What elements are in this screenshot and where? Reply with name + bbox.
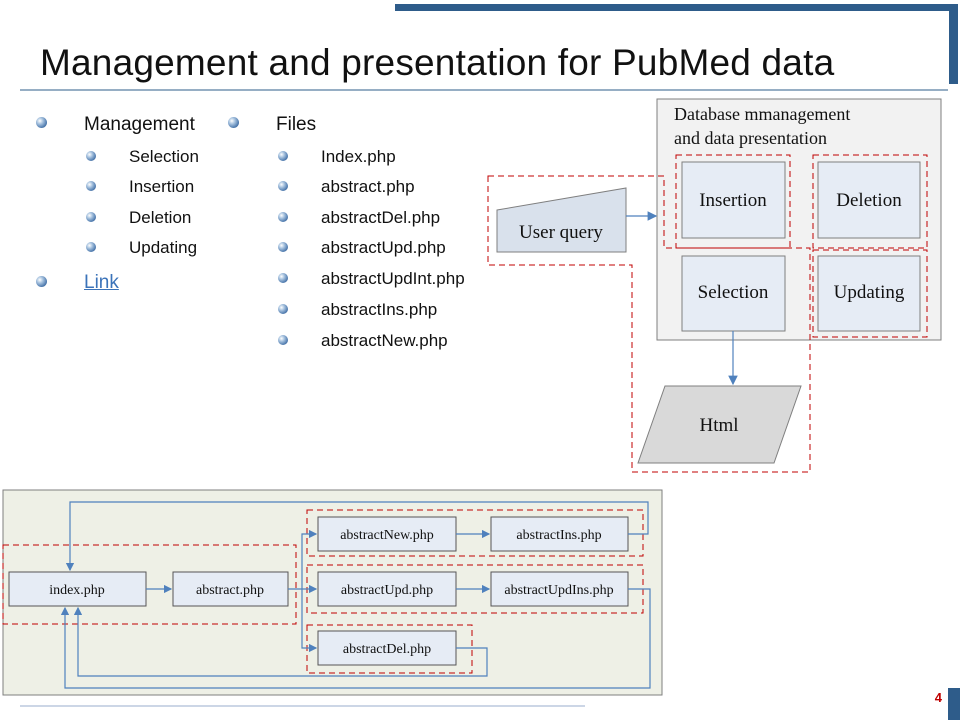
bullet-icon	[86, 181, 96, 191]
html-label: Html	[699, 415, 738, 436]
bullet-icon	[86, 242, 96, 252]
abstract-to-del-arrow	[301, 589, 318, 653]
file-item: abstract.php	[321, 177, 415, 196]
file-item: abstractNew.php	[321, 331, 448, 350]
bullet-icon	[278, 181, 288, 191]
abstractins-label: abstractIns.php	[516, 528, 601, 543]
new-ins-region	[306, 509, 644, 557]
abstract-box	[172, 571, 289, 607]
updins-return-arrow	[60, 588, 651, 689]
abstract-to-new-arrow	[301, 529, 318, 589]
user-query-shape	[496, 187, 627, 253]
index-box	[8, 571, 147, 607]
abstractupdins-label: abstractUpdIns.php	[504, 583, 613, 598]
abstractnew-label: abstractNew.php	[340, 528, 434, 543]
abstractupd-label: abstractUpd.php	[341, 583, 433, 598]
management-heading: Management	[84, 114, 195, 135]
html-shape	[637, 385, 802, 464]
insertion-region	[675, 154, 791, 249]
db-container-label: Database mmanagement	[674, 104, 850, 124]
top-accent-bar	[395, 4, 958, 11]
abstractdel-label: abstractDel.php	[343, 642, 431, 657]
bullet-icon	[36, 276, 47, 287]
bullet-icon	[278, 273, 288, 283]
updating-box	[817, 255, 921, 332]
list-item-selection: Selection	[129, 147, 199, 166]
selection-label: Selection	[698, 282, 769, 303]
updating-label: Updating	[834, 282, 905, 303]
del-return-arrow	[73, 606, 488, 677]
abstractdel-box	[317, 630, 457, 666]
query-flow-region	[487, 175, 811, 473]
index-label: index.php	[49, 583, 105, 598]
file-item: Index.php	[321, 147, 396, 166]
deletion-region	[812, 154, 928, 249]
insertion-box	[681, 161, 786, 239]
slide-title: Management and presentation for PubMed d…	[40, 42, 835, 83]
right-accent-bar	[949, 4, 958, 84]
file-item: abstractUpd.php	[321, 238, 446, 257]
list-item-insertion: Insertion	[129, 177, 195, 196]
bullet-icon	[86, 212, 96, 222]
deletion-box	[817, 161, 921, 239]
bullet-icon	[86, 151, 96, 161]
bullet-icon	[36, 117, 47, 128]
bottom-accent-bar	[948, 688, 960, 720]
file-item: abstractUpdInt.php	[321, 269, 465, 288]
insertion-label: Insertion	[699, 190, 767, 211]
selection-box	[681, 255, 786, 332]
entry-region	[2, 544, 297, 625]
bullet-icon	[278, 304, 288, 314]
bullet-icon	[278, 212, 288, 222]
link[interactable]: Link	[84, 272, 119, 293]
file-item: abstractIns.php	[321, 300, 438, 319]
list-item-updating: Updating	[129, 238, 198, 257]
abstract-label: abstract.php	[196, 583, 264, 598]
db-container-label: and data presentation	[674, 128, 827, 148]
user-query-label: User query	[519, 222, 603, 243]
files-heading: Files	[276, 114, 317, 135]
bullet-icon	[278, 335, 288, 345]
del-region	[306, 624, 473, 674]
file-item: abstractDel.php	[321, 208, 441, 227]
deletion-label: Deletion	[836, 190, 902, 211]
abstractupd-box	[317, 571, 457, 607]
list-item-deletion: Deletion	[129, 208, 192, 227]
bullet-icon	[278, 242, 288, 252]
abstractnew-box	[317, 516, 457, 552]
ins-return-arrow	[65, 501, 649, 572]
bullet-icon	[278, 151, 288, 161]
page-number: 4	[934, 690, 942, 705]
bullet-icon	[228, 117, 239, 128]
